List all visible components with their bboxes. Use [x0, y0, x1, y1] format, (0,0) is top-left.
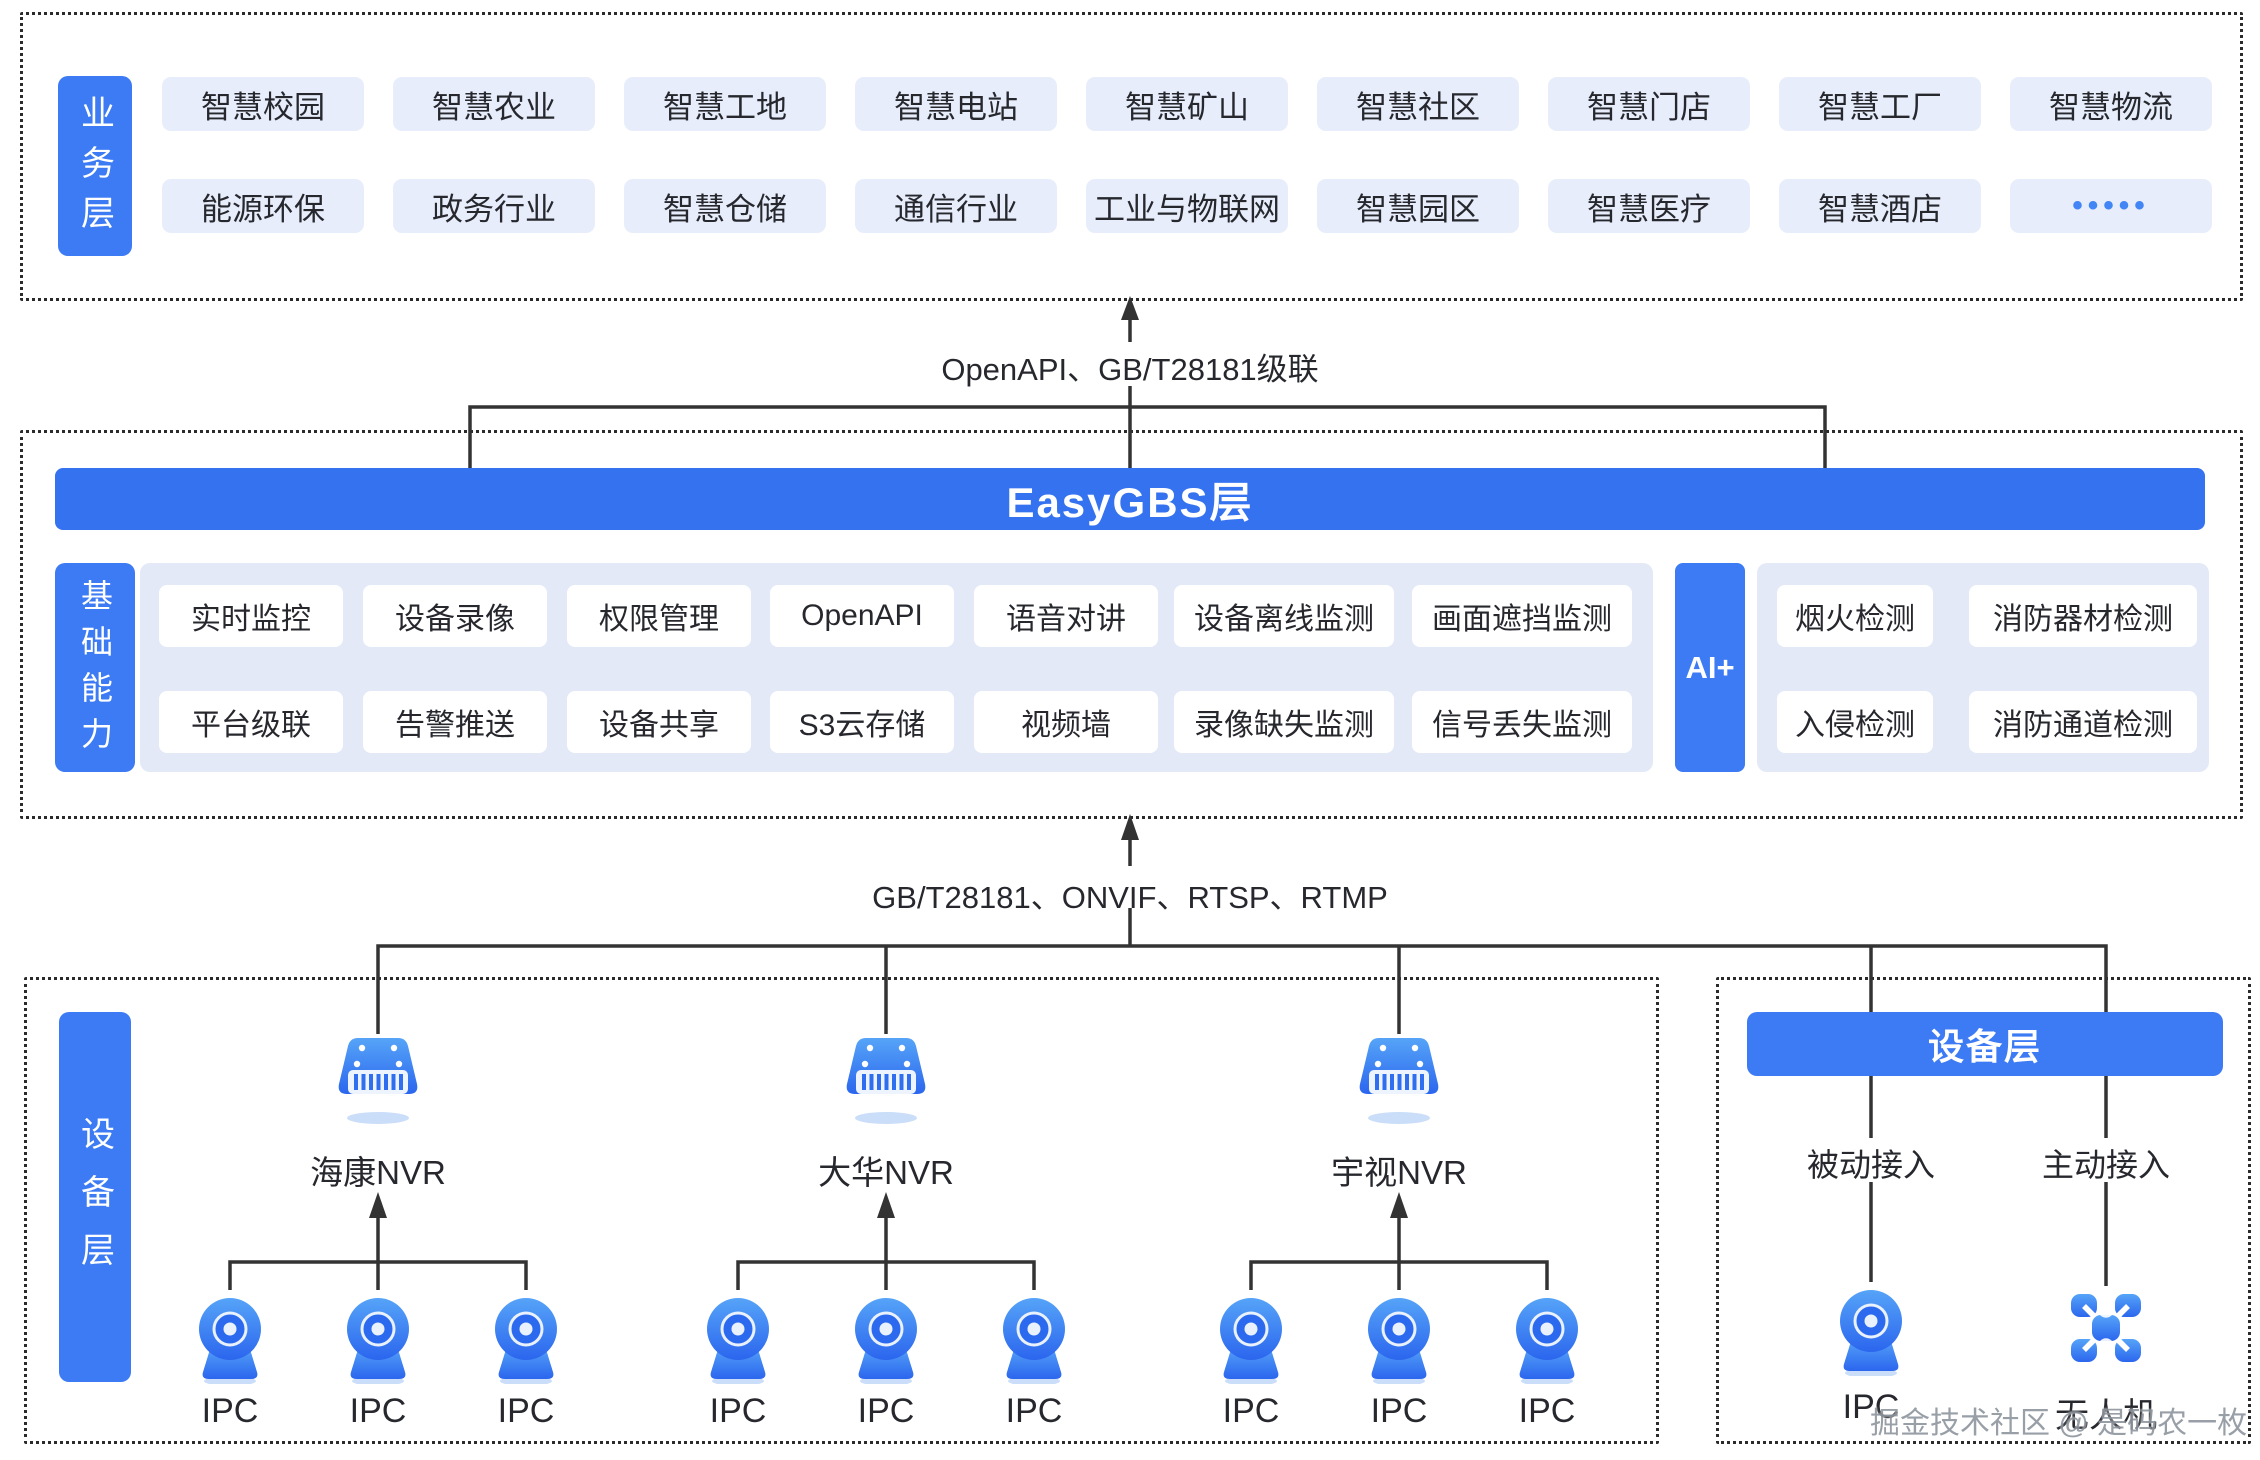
business-chip: 智慧医疗 — [1548, 179, 1750, 233]
capability-chip: 实时监控 — [159, 585, 343, 647]
business-layer-box — [20, 12, 2243, 301]
ai-chip: 消防器材检测 — [1969, 585, 2197, 647]
business-chip: 工业与物联网 — [1086, 179, 1288, 233]
business-chip: 智慧工地 — [624, 77, 826, 131]
watermark: 掘金技术社区 @ 是码农一枚 — [1870, 1407, 2248, 1440]
easygbs-title-bar: EasyGBS层 — [55, 468, 2205, 530]
ai-chip: 入侵检测 — [1777, 691, 1933, 753]
ipc-label: IPC — [497, 1392, 555, 1430]
capability-chip: 设备共享 — [567, 691, 751, 753]
business-layer-label: 业务层 — [58, 76, 132, 256]
business-chip-more: ••••• — [2010, 179, 2212, 233]
ipc-label: IPC — [201, 1392, 259, 1430]
drone-icon — [2064, 1286, 2148, 1375]
business-chip: 智慧门店 — [1548, 77, 1750, 131]
business-chip: 政务行业 — [393, 179, 595, 233]
nvr-label: 宇视NVR — [1331, 1154, 1467, 1191]
business-chip: 智慧仓储 — [624, 179, 826, 233]
business-chip: 能源环保 — [162, 179, 364, 233]
ipc-icon — [1829, 1280, 1913, 1381]
nvr-icon — [332, 1032, 424, 1129]
ipc-icon — [336, 1288, 420, 1389]
ipc-icon — [188, 1288, 272, 1389]
business-chip: 智慧物流 — [2010, 77, 2212, 131]
capability-chip: 画面遮挡监测 — [1412, 585, 1632, 647]
capability-chip: 平台级联 — [159, 691, 343, 753]
link-top-label: OpenAPI、GB/T28181级联 — [941, 352, 1319, 387]
business-chip: 智慧社区 — [1317, 77, 1519, 131]
business-chip: 智慧校园 — [162, 77, 364, 131]
ipc-label: IPC — [1222, 1392, 1280, 1430]
drone-label: 无人机 — [2055, 1397, 2157, 1435]
capability-chip: 设备离线监测 — [1174, 585, 1394, 647]
ipc-icon — [1505, 1288, 1589, 1389]
ai-chip: 消防通道检测 — [1969, 691, 2197, 753]
business-chip: 通信行业 — [855, 179, 1057, 233]
capability-chip: 权限管理 — [567, 585, 751, 647]
business-chip: 智慧矿山 — [1086, 77, 1288, 131]
capability-chip: 设备录像 — [363, 585, 547, 647]
business-chip: 智慧农业 — [393, 77, 595, 131]
ipc-label: IPC — [1842, 1388, 1900, 1426]
device-layer-label: 设备层 — [59, 1012, 131, 1382]
ipc-icon — [1357, 1288, 1441, 1389]
ipc-label: IPC — [1005, 1392, 1063, 1430]
business-chip: 智慧工厂 — [1779, 77, 1981, 131]
ipc-label: IPC — [709, 1392, 767, 1430]
business-chip: 智慧电站 — [855, 77, 1057, 131]
capability-label: 基础能力 — [55, 563, 135, 772]
ipc-icon — [1209, 1288, 1293, 1389]
right-panel-title-bar: 设备层 — [1747, 1012, 2223, 1076]
ipc-icon — [844, 1288, 928, 1389]
ai-plus-label: AI+ — [1675, 563, 1745, 772]
business-chip: 智慧酒店 — [1779, 179, 1981, 233]
nvr-label: 大华NVR — [818, 1154, 954, 1191]
business-chip: 智慧园区 — [1317, 179, 1519, 233]
nvr-label: 海康NVR — [310, 1154, 446, 1191]
ipc-icon — [696, 1288, 780, 1389]
active-access-label: 主动接入 — [1996, 1140, 2216, 1186]
nvr-icon — [840, 1032, 932, 1129]
ipc-label: IPC — [1518, 1392, 1576, 1430]
ipc-label: IPC — [1370, 1392, 1428, 1430]
ipc-label: IPC — [349, 1392, 407, 1430]
ai-chip: 烟火检测 — [1777, 585, 1933, 647]
capability-chip: 信号丢失监测 — [1412, 691, 1632, 753]
capability-chip: 告警推送 — [363, 691, 547, 753]
passive-access-label: 被动接入 — [1761, 1140, 1981, 1186]
ipc-label: IPC — [857, 1392, 915, 1430]
nvr-icon — [1353, 1032, 1445, 1129]
capability-chip: S3云存储 — [770, 691, 954, 753]
capability-chip: 语音对讲 — [974, 585, 1158, 647]
ipc-icon — [992, 1288, 1076, 1389]
capability-chip: OpenAPI — [770, 585, 954, 647]
ipc-icon — [484, 1288, 568, 1389]
capability-chip: 录像缺失监测 — [1174, 691, 1394, 753]
capability-chip: 视频墙 — [974, 691, 1158, 753]
